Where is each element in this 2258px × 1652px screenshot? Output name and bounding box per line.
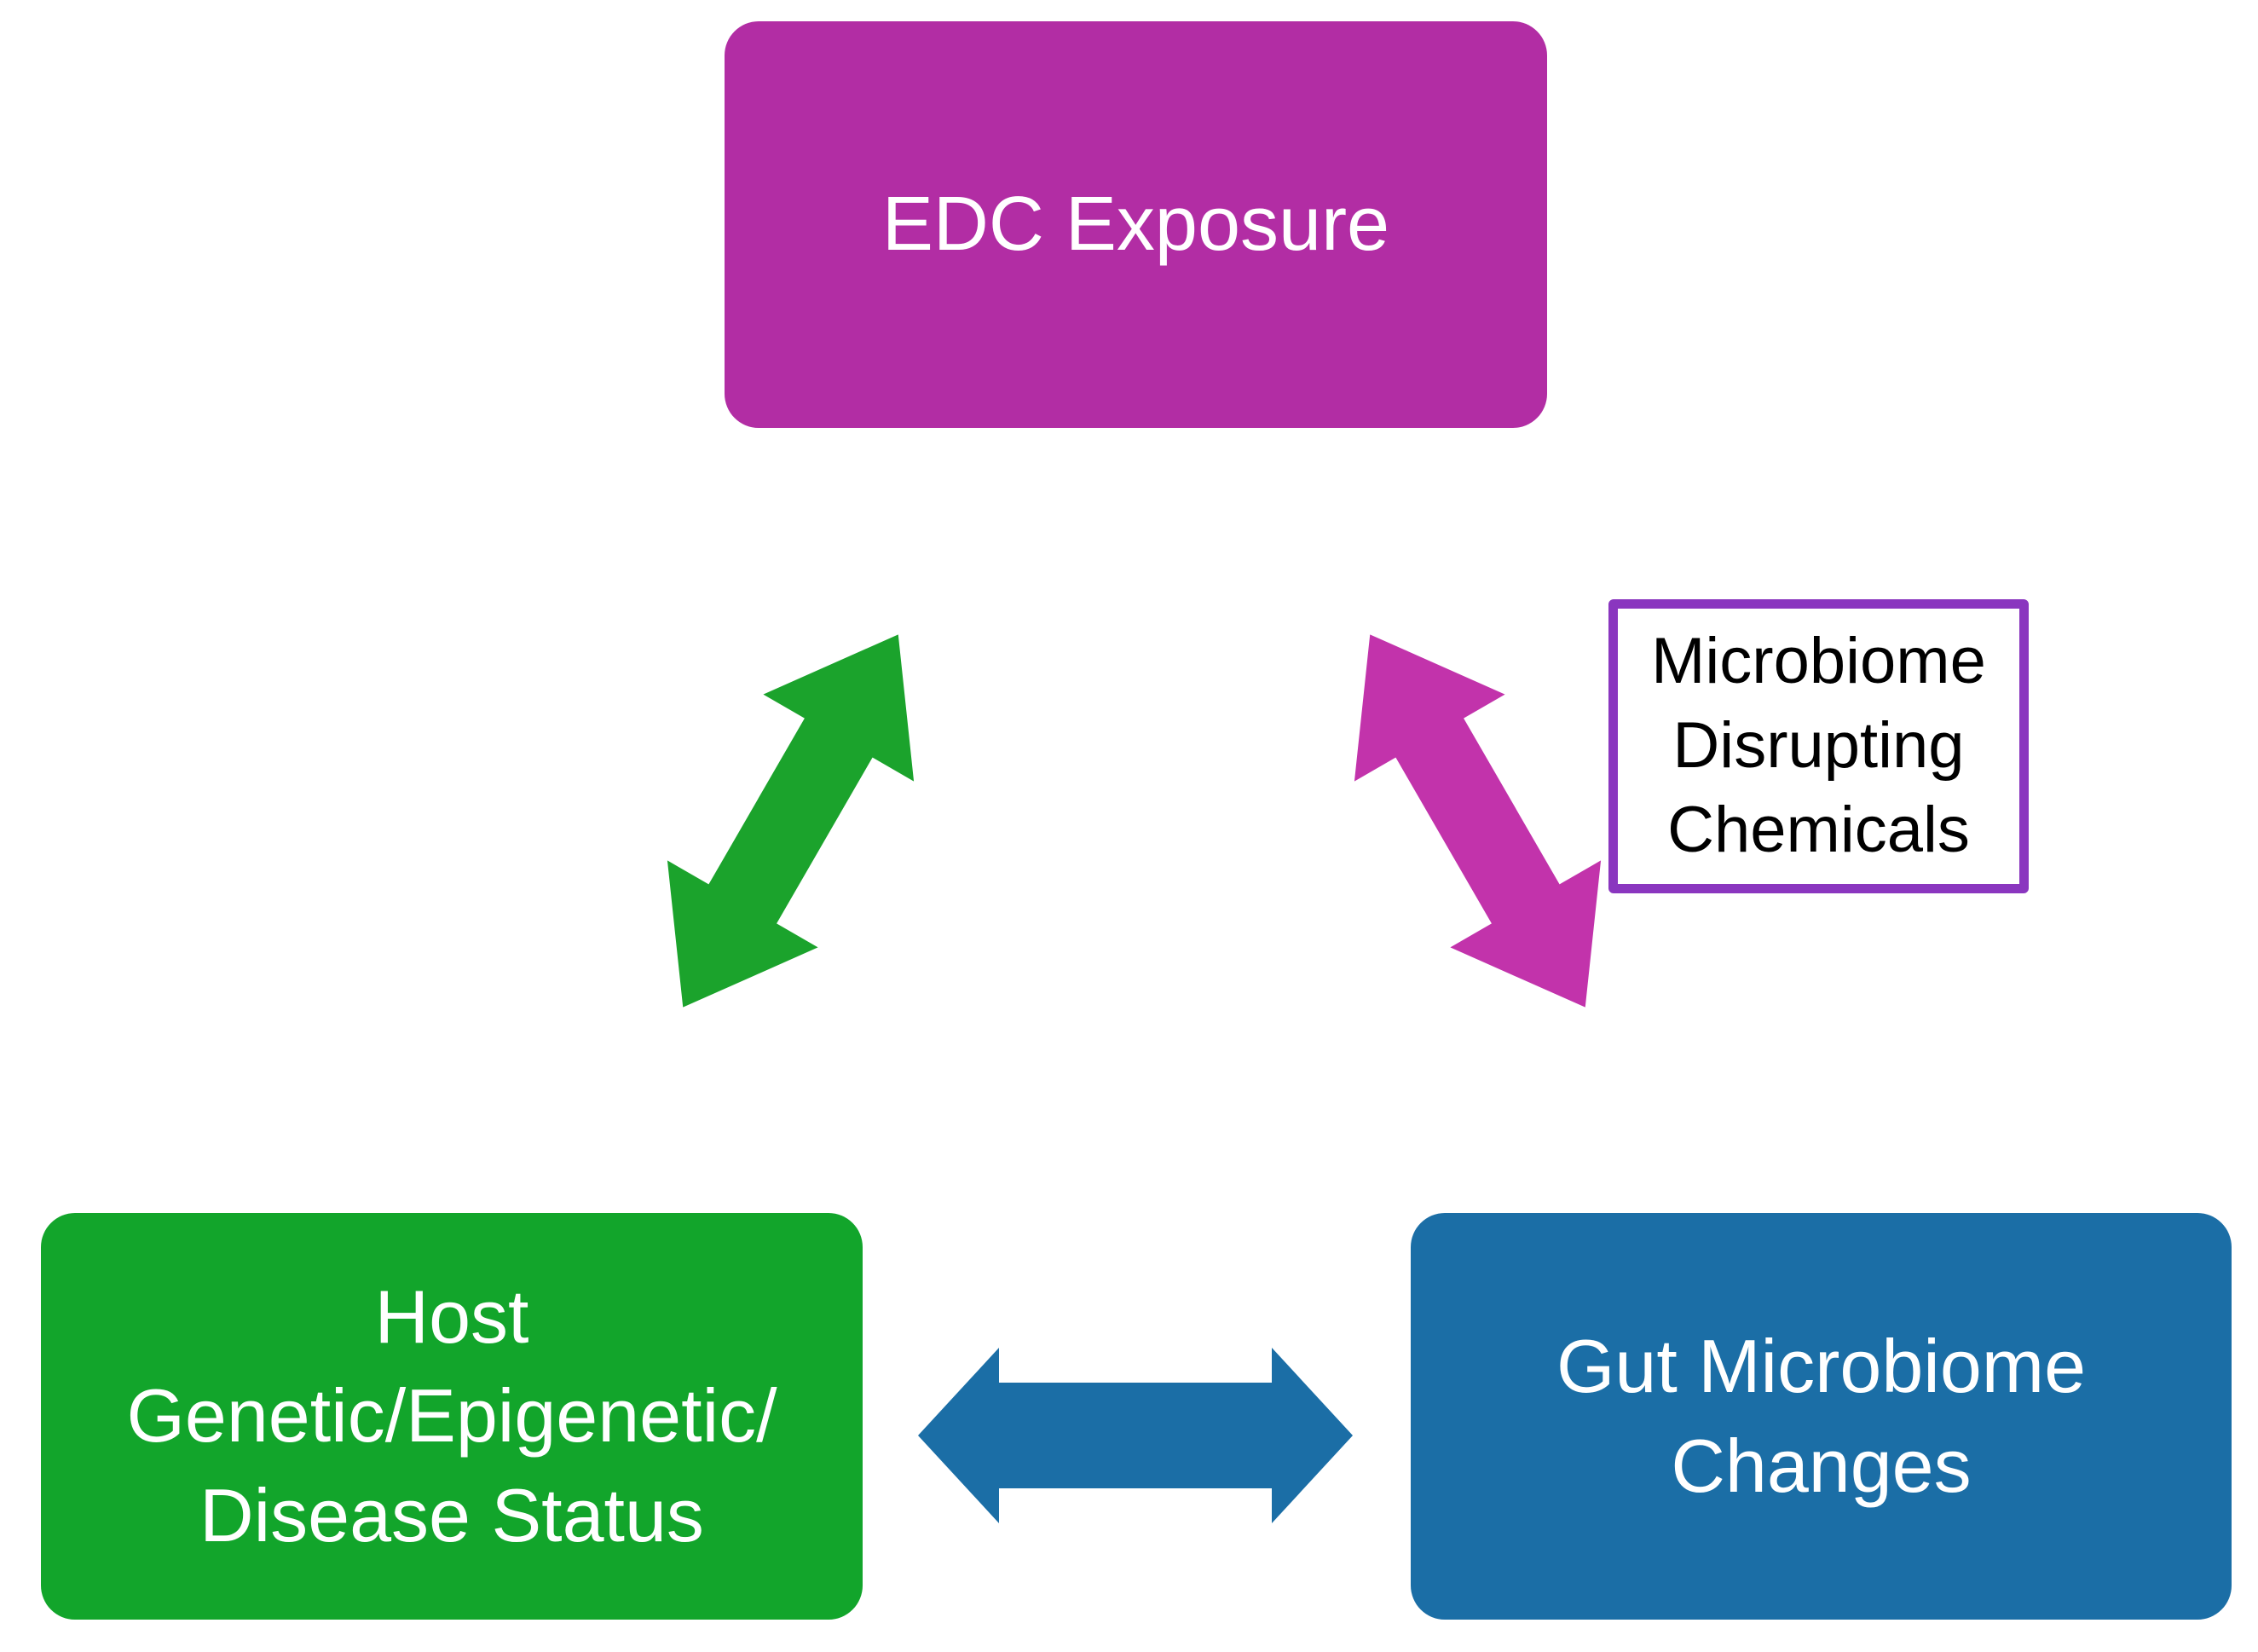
double-arrow-icon — [918, 1348, 1353, 1523]
double-arrow-host-gut — [918, 1348, 1353, 1523]
annotation-label-line3: Chemicals — [1667, 793, 1970, 866]
node-edc-exposure-label: EDC Exposure — [881, 182, 1390, 268]
double-arrow-icon — [1354, 634, 1602, 1008]
double-arrow-shape — [918, 1348, 1353, 1523]
double-arrow-shape — [667, 634, 915, 1008]
node-gut-microbiome-label-line1: Gut Microbiome — [1556, 1324, 2087, 1409]
node-host-status-label-line2: Genetic/Epigenetic/ — [126, 1373, 777, 1458]
annotation-label-line2: Disrupting — [1672, 709, 1965, 783]
node-gut-microbiome-label-line2: Changes — [1671, 1423, 1972, 1508]
node-gut-microbiome: Gut Microbiome Changes — [1411, 1213, 2232, 1620]
node-host-status-label-line1: Host — [374, 1274, 529, 1360]
double-arrow-edc-gut — [1292, 590, 1662, 1052]
node-edc-exposure: EDC Exposure — [725, 21, 1547, 428]
annotation-microbiome-disrupting-chemicals: Microbiome Disrupting Chemicals — [1608, 599, 2029, 893]
annotation-label-line1: Microbiome — [1651, 625, 1986, 698]
double-arrow-icon — [667, 634, 915, 1008]
node-host-status-label-line3: Disease Status — [199, 1472, 704, 1557]
node-host-status: Host Genetic/Epigenetic/ Disease Status — [41, 1213, 863, 1620]
double-arrow-host-edc — [605, 590, 975, 1052]
double-arrow-shape — [1354, 634, 1602, 1008]
